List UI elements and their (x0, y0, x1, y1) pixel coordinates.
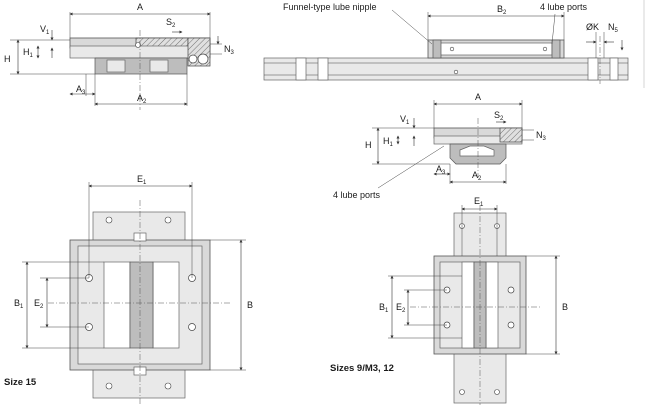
dim-k-label: ØK (586, 22, 599, 32)
dim-b-label-small: B (562, 302, 568, 312)
funnel-nipple-callout: Funnel-type lube nipple (283, 2, 377, 12)
top-view-small: E1 B1 E2 B Sizes 9/M3, 12 (330, 196, 568, 405)
dim-a3-label-small: A3 (436, 164, 446, 176)
dim-s2-label-small: S2 (494, 110, 504, 122)
dim-a-label-small: A (475, 92, 481, 102)
lube-ports-callout-mid: 4 lube ports (333, 190, 381, 200)
dim-n3-label-small: N3 (536, 130, 547, 142)
dim-h-label: H (4, 54, 11, 64)
dim-b-label: B (247, 300, 253, 310)
dim-a2-label: A2 (137, 93, 147, 105)
dim-e1-label-small: E1 (474, 196, 484, 208)
cross-section-small: A A2 A3 H H1 V1 S2 N3 4 lube ports (333, 92, 547, 200)
dim-v1-label-small: V1 (400, 114, 410, 126)
caption-size15: Size 15 (4, 377, 37, 388)
dim-b1-label-small: B1 (379, 302, 389, 314)
lube-ports-callout-top: 4 lube ports (540, 2, 588, 12)
dim-a2-label-small: A2 (472, 170, 482, 182)
dim-v1-label: V1 (40, 24, 50, 36)
dim-h-label-small: H (365, 140, 372, 150)
dim-a-label: A (137, 2, 143, 12)
caption-sizes9: Sizes 9/M3, 12 (330, 363, 394, 374)
dim-e2-label: E2 (34, 298, 44, 310)
cross-section-size15: A A2 A3 H H1 V1 S2 N3 (4, 2, 235, 110)
dim-b1-label: B1 (14, 298, 24, 310)
dim-h1-label: H1 (23, 47, 34, 59)
dim-n5-label: N5 (608, 22, 619, 34)
dim-b2-label: B2 (497, 4, 507, 16)
top-view-size15: E1 B1 E2 B Size 15 (4, 174, 253, 405)
dim-s2-label: S2 (166, 17, 176, 29)
dim-e1-label: E1 (137, 174, 147, 186)
dim-a3-label: A3 (76, 84, 86, 96)
dim-e2-label-small: E2 (396, 302, 406, 314)
side-view: B2 Funnel-type lube nipple 4 lube ports … (263, 2, 629, 84)
dim-h1-label-small: H1 (383, 136, 394, 148)
dim-n3-label: N3 (224, 44, 235, 56)
